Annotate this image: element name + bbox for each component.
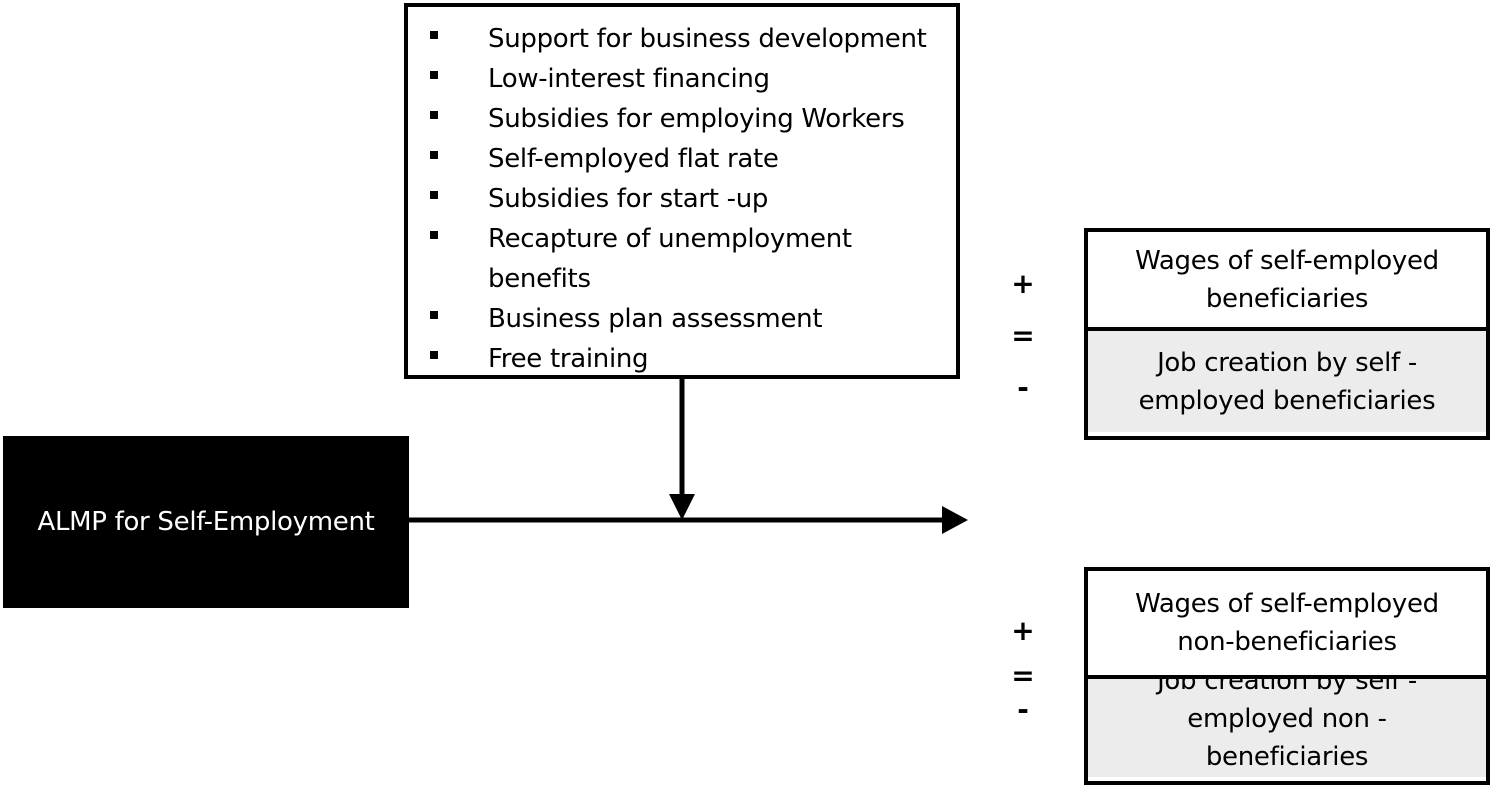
bullet-icon (430, 351, 438, 359)
non-beneficiaries-job-creation-cell: Job creation by self - employed non - be… (1088, 679, 1486, 777)
beneficiaries-job-creation-cell: Job creation by self - employed benefici… (1088, 331, 1486, 432)
measure-label: Subsidies for employing Workers (488, 104, 905, 134)
plus-sign: + (1011, 267, 1035, 300)
equals-sign: = (1011, 319, 1035, 352)
measure-label: Support for business development (488, 24, 927, 54)
measures-box: Support for business development Low-int… (404, 3, 960, 379)
measures-down-arrowhead (669, 494, 695, 520)
almp-right-arrowhead (942, 506, 968, 534)
non-beneficiaries-wages-label: Wages of self-employed non-beneficiaries (1135, 589, 1439, 657)
minus-sign: - (1017, 693, 1029, 726)
non-beneficiaries-job-creation-label: Job creation by self - employed non - be… (1157, 679, 1417, 772)
list-item: Business plan assessment (408, 299, 956, 339)
bullet-icon (430, 71, 438, 79)
bullet-icon (430, 151, 438, 159)
bullet-icon (430, 231, 438, 239)
beneficiaries-job-creation-label: Job creation by self - employed benefici… (1138, 347, 1436, 416)
bullet-icon (430, 191, 438, 199)
list-item: Recapture of unemployment benefits (408, 219, 956, 299)
beneficiaries-wages-label: Wages of self-employed beneficiaries (1135, 245, 1439, 314)
equals-sign: = (1011, 659, 1035, 692)
measures-list: Support for business development Low-int… (408, 19, 956, 379)
non-beneficiaries-outcome-box: Wages of self-employed non-beneficiaries… (1084, 567, 1490, 785)
list-item: Subsidies for start -up (408, 179, 956, 219)
list-item: Free training (408, 339, 956, 379)
beneficiaries-outcome-box: Wages of self-employed beneficiaries Job… (1084, 228, 1490, 440)
measure-label: Business plan assessment (488, 304, 823, 334)
almp-box: ALMP for Self-Employment (3, 436, 409, 608)
measure-label: Recapture of unemployment benefits (488, 224, 852, 294)
beneficiaries-wages-cell: Wages of self-employed beneficiaries (1088, 232, 1486, 331)
list-item: Low-interest financing (408, 59, 956, 99)
plus-sign: + (1011, 614, 1035, 647)
measure-label: Subsidies for start -up (488, 184, 769, 214)
bullet-icon (430, 111, 438, 119)
measure-label: Self-employed flat rate (488, 144, 779, 174)
bullet-icon (430, 31, 438, 39)
list-item: Self-employed flat rate (408, 139, 956, 179)
list-item: Subsidies for employing Workers (408, 99, 956, 139)
measure-label: Free training (488, 344, 649, 374)
list-item: Support for business development (408, 19, 956, 59)
almp-label: ALMP for Self-Employment (37, 507, 375, 537)
measure-label: Low-interest financing (488, 64, 770, 94)
bullet-icon (430, 311, 438, 319)
minus-sign: - (1017, 371, 1029, 404)
non-beneficiaries-wages-cell: Wages of self-employed non-beneficiaries (1088, 571, 1486, 679)
